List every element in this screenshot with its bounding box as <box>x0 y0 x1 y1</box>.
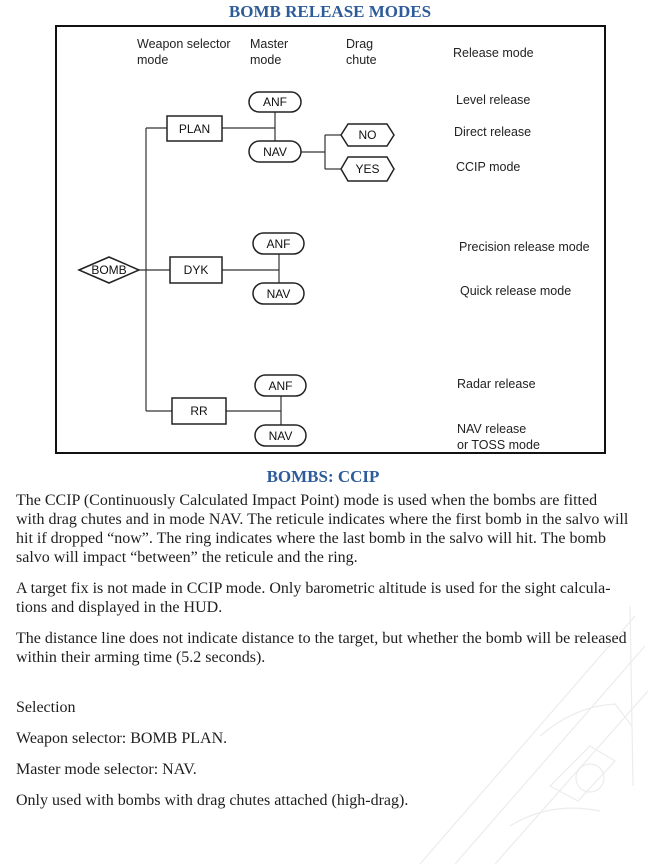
text-line: within their arming time (5.2 seconds). <box>16 649 266 666</box>
watermark-stroke <box>494 690 649 865</box>
node-plan-nav: NAV <box>248 140 302 163</box>
node-rr-anf: ANF <box>254 374 307 397</box>
pill-shape <box>252 232 305 255</box>
node-bomb: BOMB <box>77 256 141 284</box>
node-weapon-plan: PLAN <box>166 115 223 142</box>
text-line: with drag chutes and in mode NAV. The re… <box>16 511 629 528</box>
page-title: BOMB RELEASE MODES <box>228 2 432 21</box>
paragraph-target-fix: A target fix is not made in CCIP mode. O… <box>16 579 646 617</box>
node-master-label: ANF <box>263 95 287 109</box>
node-drag-label: NO <box>359 128 377 142</box>
text-line: The distance line does not indicate dist… <box>16 630 627 647</box>
pill-shape <box>248 91 302 113</box>
node-master-label: NAV <box>267 287 291 301</box>
node-weapon-plan-label: PLAN <box>179 122 210 136</box>
pill-shape <box>252 282 305 305</box>
hexagon-shape <box>340 156 395 182</box>
bomb-release-modes-diagram: Weapon selector mode Master mode Drag ch… <box>77 37 590 452</box>
text-line: Weapon selector: BOMB PLAN. <box>16 730 228 747</box>
node-weapon-dyk-label: DYK <box>184 263 209 277</box>
watermark-stroke <box>419 615 636 865</box>
aircraft-watermark <box>419 605 649 865</box>
pill-shape <box>248 140 302 163</box>
box-shape <box>171 397 227 425</box>
text-line: Selection <box>16 699 76 716</box>
selection-item: Only used with bombs with drag chutes at… <box>16 791 646 810</box>
node-weapon-rr-label: RR <box>190 404 208 418</box>
pill-shape <box>254 374 307 397</box>
hexagon-shape <box>340 123 395 147</box>
release-mode-label: Level release <box>456 93 530 107</box>
watermark-stroke <box>509 807 601 827</box>
section-heading: BOMBS: CCIP <box>266 467 380 486</box>
text-line: The CCIP (Continuously Calculated Impact… <box>16 492 598 509</box>
release-mode-label: Quick release mode <box>460 284 571 298</box>
paragraph-ccip-description: The CCIP (Continuously Calculated Impact… <box>16 491 646 567</box>
node-master-label: ANF <box>269 379 293 393</box>
node-weapon-dyk: DYK <box>169 256 223 284</box>
box-shape <box>169 256 223 284</box>
header-master-mode: Master <box>250 37 288 51</box>
selection-item: Master mode selector: NAV. <box>16 760 646 779</box>
paragraph-distance-line: The distance line does not indicate dist… <box>16 629 646 667</box>
diagram-frame <box>55 25 606 454</box>
selection-block: Selection Weapon selector: BOMB PLAN. Ma… <box>16 698 646 810</box>
header-release-mode: Release mode <box>453 46 534 60</box>
release-mode-label: NAV release <box>457 422 526 436</box>
watermark-stroke <box>549 745 616 802</box>
header-weapon-selector: Weapon selector <box>137 37 231 51</box>
watermark-stroke <box>575 763 605 793</box>
text-line: hit if dropped “now”. The ring indicates… <box>16 530 606 547</box>
release-mode-label: Precision release mode <box>459 240 590 254</box>
watermark-stroke <box>454 645 646 865</box>
connector-lines <box>139 112 341 425</box>
node-drag-yes: YES <box>340 156 395 182</box>
body-text: The CCIP (Continuously Calculated Impact… <box>16 491 646 822</box>
watermark-stroke <box>539 703 633 737</box>
text-line: A target fix is not made in CCIP mode. O… <box>16 580 611 597</box>
node-plan-anf: ANF <box>248 91 302 113</box>
diagram-headers: Weapon selector mode Master mode Drag ch… <box>137 37 534 67</box>
node-master-label: NAV <box>269 429 293 443</box>
diamond-shape <box>77 256 141 284</box>
release-mode-label: CCIP mode <box>456 160 520 174</box>
node-master-label: ANF <box>267 237 291 251</box>
node-master-label: NAV <box>263 145 287 159</box>
release-mode-label: or TOSS mode <box>457 438 540 452</box>
node-dyk-anf: ANF <box>252 232 305 255</box>
node-dyk-nav: NAV <box>252 282 305 305</box>
text-line: Only used with bombs with drag chutes at… <box>16 792 409 809</box>
node-drag-label: YES <box>355 162 379 176</box>
header-drag-chute: chute <box>346 53 377 67</box>
release-mode-labels: Level release Direct release CCIP mode P… <box>454 93 590 452</box>
node-rr-nav: NAV <box>254 424 307 447</box>
watermark-stroke <box>629 605 634 787</box>
pill-shape <box>254 424 307 447</box>
text-line: salvo will impact “between” the reticule… <box>16 549 358 566</box>
selection-heading: Selection <box>16 698 646 717</box>
release-mode-label: Direct release <box>454 125 531 139</box>
header-master-mode: mode <box>250 53 281 67</box>
release-mode-label: Radar release <box>457 377 536 391</box>
text-line: Master mode selector: NAV. <box>16 761 197 778</box>
header-drag-chute: Drag <box>346 37 373 51</box>
box-shape <box>166 115 223 142</box>
node-drag-no: NO <box>340 123 395 147</box>
header-weapon-selector: mode <box>137 53 168 67</box>
text-line: tions and displayed in the HUD. <box>16 599 223 616</box>
node-weapon-rr: RR <box>171 397 227 425</box>
node-bomb-label: BOMB <box>91 263 126 277</box>
selection-item: Weapon selector: BOMB PLAN. <box>16 729 646 748</box>
